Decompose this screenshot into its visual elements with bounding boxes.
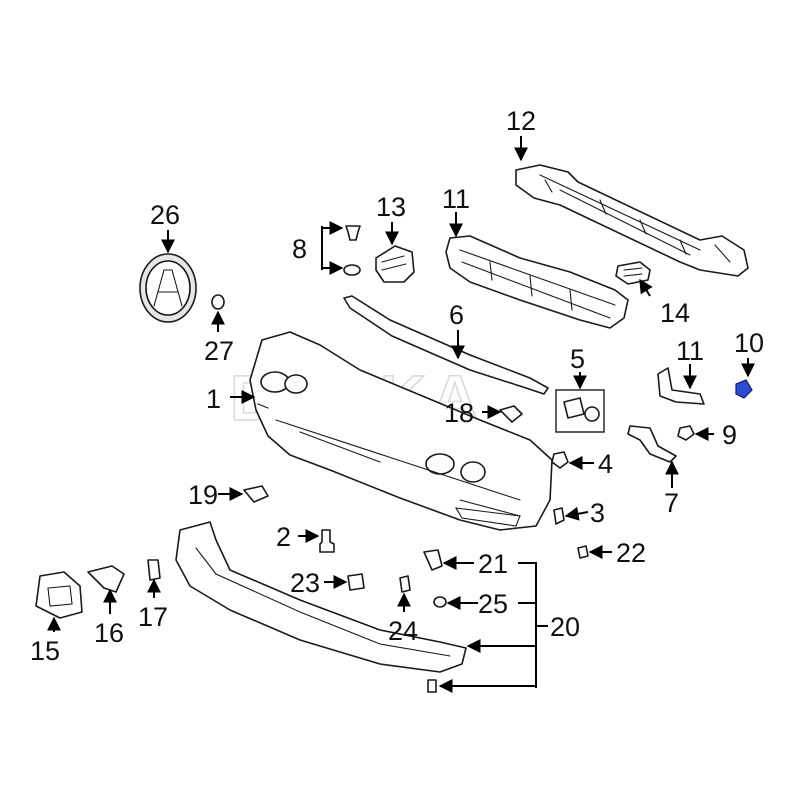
- callout-18: 18: [444, 398, 474, 428]
- callout-10: 10: [734, 328, 764, 358]
- callout-20: 20: [550, 612, 580, 642]
- clip-27: [211, 294, 225, 310]
- callout-26: 26: [150, 200, 180, 230]
- callout-25: 25: [478, 589, 508, 619]
- lower-spoiler-20: [175, 521, 467, 673]
- bracket-7: [627, 425, 677, 463]
- callout-3: 3: [590, 498, 605, 528]
- fastener-8: [343, 225, 361, 276]
- bracket-11: [657, 367, 705, 405]
- callout-6: 6: [449, 300, 464, 330]
- bracket-16: [87, 565, 125, 593]
- callout-22: 22: [616, 538, 646, 568]
- bolt-2: [319, 529, 335, 553]
- clip-19: [243, 485, 269, 503]
- callout-21: 21: [478, 549, 508, 579]
- callout-11-right: 11: [676, 336, 704, 366]
- callout-19: 19: [188, 480, 218, 510]
- bracket-21: [423, 549, 443, 571]
- callout-27: 27: [204, 336, 234, 366]
- upper-strip-6: [343, 295, 549, 395]
- callout-5: 5: [570, 344, 585, 374]
- clip-22: [577, 545, 589, 559]
- callout-2: 2: [276, 522, 291, 552]
- callout-14: 14: [660, 298, 690, 328]
- callout-23: 23: [290, 568, 320, 598]
- callout-13: 13: [376, 192, 406, 222]
- fastener-24: [399, 575, 411, 593]
- bolt-20: [427, 679, 437, 693]
- clip-10-highlighted: [735, 379, 753, 399]
- energy-absorber-11: [445, 235, 629, 329]
- clip-9: [677, 425, 695, 441]
- callout-24: 24: [388, 616, 418, 646]
- fastener-5: [555, 389, 605, 433]
- fastener-4: [551, 451, 569, 469]
- callout-12: 12: [506, 106, 536, 136]
- callout-17: 17: [138, 602, 168, 632]
- callout-16: 16: [94, 618, 124, 648]
- bolt-3: [553, 507, 565, 525]
- reinforcement-beam-12: [515, 164, 749, 277]
- bumper-cover-1: [249, 331, 553, 531]
- callout-7: 7: [664, 488, 679, 518]
- leader-lines: [47, 136, 755, 693]
- callout-1: 1: [206, 384, 221, 414]
- bracket-13: [375, 245, 415, 283]
- callout-8: 8: [292, 234, 307, 264]
- clip-18: [499, 405, 523, 423]
- callout-15: 15: [30, 636, 60, 666]
- clip-17: [147, 559, 161, 581]
- clip-25: [433, 596, 447, 608]
- emblem-26: [139, 253, 197, 323]
- license-bracket-15: [35, 571, 83, 619]
- bracket-14: [615, 261, 651, 285]
- callout-11-top: 11: [442, 184, 470, 214]
- callout-4: 4: [598, 449, 613, 479]
- callout-labels: 1 2 3 4 5 6 7 8 9 10 11 11 12 13 14 15 1…: [30, 106, 764, 666]
- callout-9: 9: [722, 420, 737, 450]
- clip-23: [347, 573, 365, 591]
